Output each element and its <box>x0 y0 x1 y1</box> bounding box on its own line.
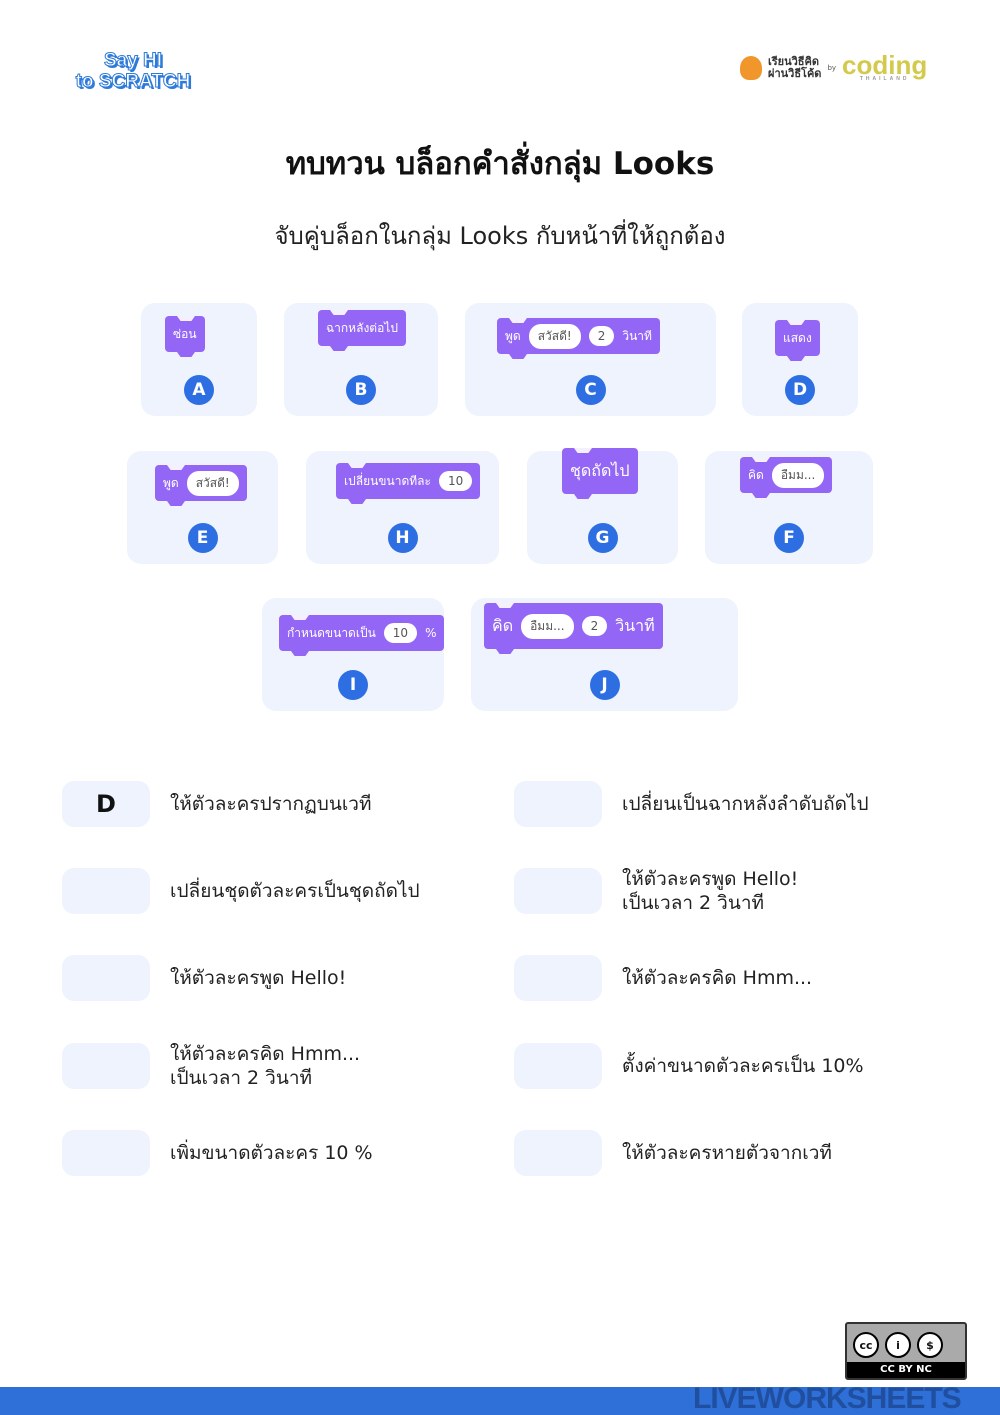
answer-input[interactable] <box>62 1130 150 1176</box>
scratch-block-g: ชุดถัดไป <box>562 448 638 494</box>
block-label: กำหนดขนาดเป็น <box>287 625 376 640</box>
page-title: ทบทวน บล็อกคำสั่งกลุ่ม Looks <box>285 146 715 182</box>
description-line: เปลี่ยนชุดตัวละครเป็นชุดถัดไป <box>170 880 420 902</box>
answer-description: ให้ตัวละครพูด Hello!เป็นเวลา 2 วินาที <box>622 867 798 915</box>
block-input: สวัสดี! <box>528 323 581 349</box>
footer-bar <box>0 1387 1000 1415</box>
block-label: เปลี่ยนขนาดทีละ <box>344 473 431 488</box>
answer-description: ให้ตัวละครคิด Hmm...เป็นเวลา 2 วินาที <box>170 1042 360 1090</box>
letter-badge-i: I <box>338 670 368 700</box>
page-subtitle: จับคู่บล็อกในกลุ่ม Looks กับหน้าที่ให้ถู… <box>274 222 726 250</box>
answer-description: ให้ตัวละครพูด Hello! <box>170 966 346 990</box>
letter-badge-j: J <box>589 670 620 700</box>
scratch-block-c: พูด สวัสดี! 2 วินาที <box>497 318 660 354</box>
block-label: ฉากหลังต่อไป <box>326 320 398 335</box>
octopus-icon <box>740 56 762 80</box>
block-input: สวัสดี! <box>186 470 239 496</box>
scratch-block-e: พูด สวัสดี! <box>155 465 247 501</box>
letter-badge-d: D <box>785 375 815 405</box>
logo-brand: coding <box>842 50 928 80</box>
liveworksheets-logo: LIVEWORKSHEETS <box>693 1382 962 1415</box>
letter-badge-a: A <box>184 375 214 405</box>
letter-badge-h: H <box>387 523 418 553</box>
letter-badge-f: F <box>774 523 804 553</box>
description-line: ให้ตัวละครปรากฏบนเวที <box>170 793 372 815</box>
cc-icon: cc <box>853 1332 879 1358</box>
description-line: ให้ตัวละครพูด Hello! <box>622 868 799 890</box>
logo-text: เรียนวิธีคิด <box>768 55 820 68</box>
answer-description: ให้ตัวละครคิด Hmm... <box>622 966 812 990</box>
block-label: คิด <box>492 615 514 635</box>
block-suffix: วินาที <box>615 615 655 635</box>
block-label: แสดง <box>783 330 812 345</box>
block-suffix: % <box>425 626 437 640</box>
description-line: ให้ตัวละครคิด Hmm... <box>170 1043 361 1065</box>
answer-input[interactable] <box>62 1043 150 1089</box>
description-line: ให้ตัวละครพูด Hello! <box>170 967 347 989</box>
license-text: CC BY NC <box>847 1362 965 1378</box>
logo-text: ผ่านวิธีโค้ด <box>768 67 822 80</box>
scratch-block-i: กำหนดขนาดเป็น 10% <box>279 615 445 651</box>
block-label: ซ่อน <box>173 326 197 341</box>
logo-sub: THAILAND <box>859 76 910 82</box>
scratch-block-a: ซ่อน <box>165 316 205 352</box>
block-label: คิด <box>748 467 764 482</box>
answer-input[interactable]: D <box>62 781 150 827</box>
scratch-block-d: แสดง <box>775 320 820 356</box>
block-label: พูด <box>163 475 179 490</box>
block-label: พูด <box>505 328 521 343</box>
description-line: เป็นเวลา 2 วินาที <box>170 1067 313 1089</box>
letter-badge-b: B <box>346 375 376 405</box>
block-input: อืมม... <box>771 462 825 488</box>
description-line: ให้ตัวละครหายตัวจากเวที <box>622 1142 832 1164</box>
answer-input[interactable] <box>514 781 602 827</box>
answer-description: เปลี่ยนเป็นฉากหลังลำดับถัดไป <box>622 792 869 816</box>
block-input: 2 <box>588 326 615 346</box>
answer-description: ให้ตัวละครหายตัวจากเวที <box>622 1141 832 1165</box>
answer-input[interactable] <box>514 1043 602 1089</box>
description-line: เปลี่ยนเป็นฉากหลังลำดับถัดไป <box>622 793 869 815</box>
answer-input[interactable] <box>514 1130 602 1176</box>
letter-badge-c: C <box>575 375 606 405</box>
scratch-block-h: เปลี่ยนขนาดทีละ 10 <box>336 463 481 499</box>
answer-description: ให้ตัวละครปรากฏบนเวที <box>170 792 372 816</box>
answer-input[interactable] <box>62 955 150 1001</box>
letter-badge-e: E <box>187 523 218 553</box>
answer-input[interactable] <box>514 868 602 914</box>
block-suffix: วินาที <box>622 328 652 343</box>
description-line: ตั้งค่าขนาดตัวละครเป็น 10% <box>622 1055 864 1077</box>
scratch-block-j: คิด อืมม... 2 วินาที <box>484 603 663 649</box>
answer-description: ตั้งค่าขนาดตัวละครเป็น 10% <box>622 1054 864 1078</box>
block-input: 10 <box>438 471 473 491</box>
by-icon: i <box>885 1332 911 1358</box>
description-line: เป็นเวลา 2 วินาที <box>622 892 765 914</box>
scratch-block-f: คิด อืมม... <box>740 457 833 493</box>
letter-badge-g: G <box>587 523 618 553</box>
scratch-block-b: ฉากหลังต่อไป <box>318 310 406 346</box>
block-input: 2 <box>581 616 608 636</box>
description-line: ให้ตัวละครคิด Hmm... <box>622 967 813 989</box>
block-label: ชุดถัดไป <box>570 460 630 480</box>
description-line: เพิ่มขนาดตัวละคร 10 % <box>170 1142 373 1164</box>
block-input: อืมม... <box>521 613 574 639</box>
answer-description: เพิ่มขนาดตัวละคร 10 % <box>170 1141 373 1165</box>
answer-input[interactable] <box>514 955 602 1001</box>
logo-by: by <box>827 64 837 72</box>
answer-input[interactable] <box>62 868 150 914</box>
answer-description: เปลี่ยนชุดตัวละครเป็นชุดถัดไป <box>170 879 420 903</box>
block-input: 10 <box>383 623 418 643</box>
nc-icon: $ <box>917 1332 943 1358</box>
